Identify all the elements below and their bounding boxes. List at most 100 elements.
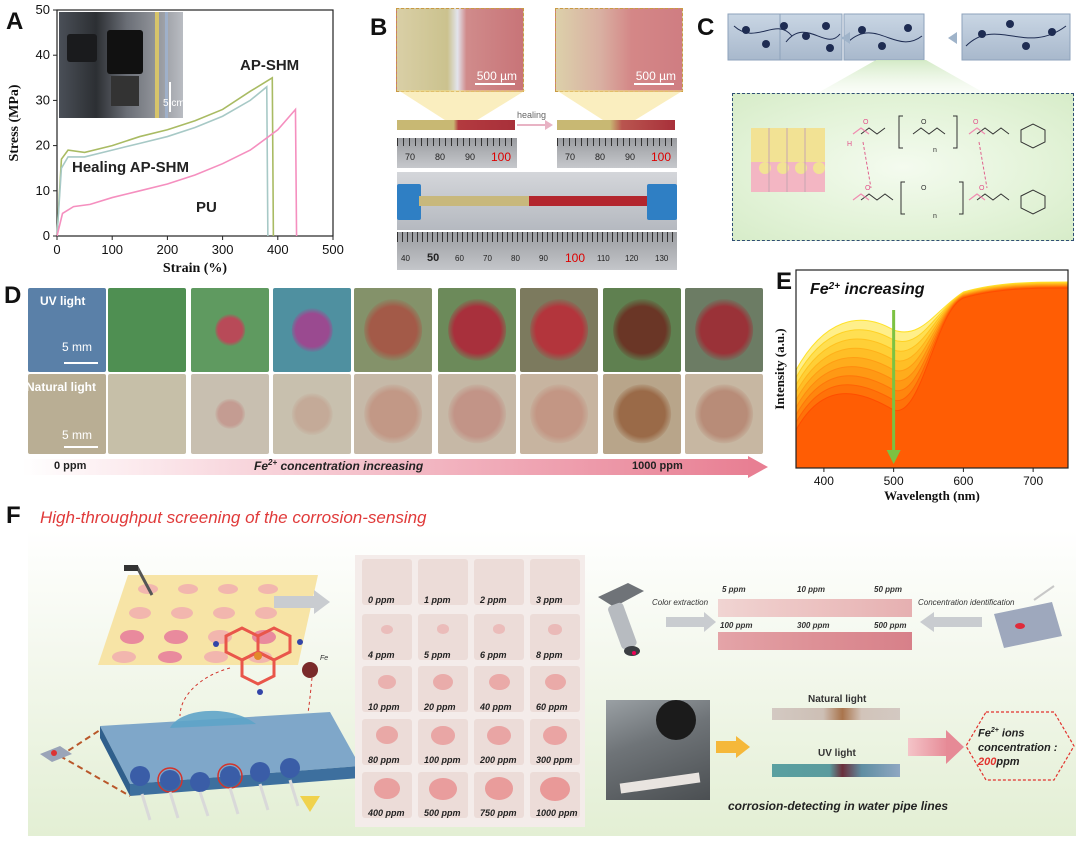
result-value: 200: [978, 755, 997, 768]
pipette-icon: [124, 565, 154, 596]
ruler-tick-label: 70: [483, 254, 492, 263]
screening-well: [474, 614, 524, 660]
inset-scale-label: 5 cm: [163, 98, 185, 109]
corrosion-stain: [364, 384, 422, 444]
well-label: 6 ppm: [480, 650, 507, 660]
uv-light-strip: [772, 764, 900, 777]
ruler-tick-label: 90: [539, 254, 548, 263]
result-ions: ions: [998, 727, 1025, 740]
result-line-2: concentration :: [978, 741, 1058, 754]
uv-sample-tile: [354, 288, 432, 372]
screening-well: [474, 559, 524, 605]
concentration-arrow: 0 ppm Fe2+ concentration increasing 1000…: [22, 456, 768, 478]
x-tick-label: 0: [53, 242, 60, 257]
well-label: 750 ppm: [480, 808, 517, 818]
probe-molecule: [213, 626, 303, 695]
svg-text:O: O: [863, 119, 869, 126]
natural-sample-tile: [28, 374, 106, 454]
result-text: Fe2+ ions concentration : 200ppm: [978, 724, 1070, 769]
scale-label-after: 500 µm: [635, 69, 676, 83]
uv-sample-tile: [108, 288, 186, 372]
zoom-cones: [398, 90, 684, 122]
screening-well: [418, 772, 468, 818]
corrosion-stain: [448, 298, 506, 362]
ruler-tick-label: 110: [597, 254, 610, 263]
ruler-tick-label: 90: [465, 152, 476, 162]
panel-label-b: B: [370, 14, 388, 41]
well-stain: [374, 778, 400, 799]
corrosion-stain: [364, 298, 422, 362]
spectrum-series-9: [795, 287, 1069, 469]
color-strip-bottom: [718, 632, 912, 650]
ruler-tick-label: 50: [427, 252, 440, 264]
corrosion-stain: [215, 314, 245, 346]
ruler-tick-label: 70: [565, 152, 576, 162]
screening-well: [418, 719, 468, 765]
well-label: 1 ppm: [424, 595, 451, 605]
well-stain: [487, 725, 511, 745]
well-stain: [548, 624, 562, 635]
svg-text:n: n: [933, 147, 937, 154]
well-stain: [375, 726, 399, 745]
axis-start-label: 0 ppm: [54, 460, 87, 472]
ruler-tick-label: 100: [491, 150, 512, 164]
ruler-bottom: 40 50 60 70 80 90 100 110 120 130: [397, 232, 677, 270]
micrograph-before: 500 µm: [396, 8, 524, 92]
well-label: 500 ppm: [424, 808, 461, 818]
x-tick-label: 500: [884, 474, 904, 488]
panel-label-f: F: [6, 502, 21, 529]
natural-sample-tile: [520, 374, 598, 454]
well-label: 5 ppm: [424, 650, 451, 660]
ruler-tick-label: 40: [401, 254, 410, 263]
well-stain: [542, 725, 568, 746]
series-line-healing-ap-shm: [56, 85, 269, 237]
screening-well: [530, 666, 580, 712]
axis-end-label: 1000 ppm: [632, 460, 683, 472]
screening-well: [530, 719, 580, 765]
micrograph-after: 500 µm: [555, 8, 683, 92]
series-line-ap-shm: [56, 76, 275, 237]
well-stain: [431, 726, 455, 745]
screening-well: [530, 614, 580, 660]
screening-well: [530, 559, 580, 605]
scale-label-uv: 5 mm: [62, 340, 92, 354]
x-tick-label: 500: [322, 242, 344, 257]
well-label: 1000 ppm: [536, 808, 578, 818]
ruler-tick-label: 60: [455, 254, 464, 263]
screening-well: [418, 559, 468, 605]
result-unit: ppm: [996, 755, 1020, 768]
row-label-natural: Natural light: [26, 380, 97, 394]
corrosion-stain: [448, 384, 506, 444]
natural-sample-tile: [108, 374, 186, 454]
screening-well: [474, 719, 524, 765]
well-stain: [544, 673, 566, 691]
y-tick-label: 40: [36, 47, 50, 62]
strip-bottom-label-2: 300 ppm: [797, 621, 830, 630]
screening-well: [474, 666, 524, 712]
panel-label-a: A: [6, 8, 24, 35]
uv-sample-tile: [273, 288, 351, 372]
well-label: 4 ppm: [368, 650, 395, 660]
corrosion-stain: [613, 298, 671, 362]
pipe-caption: corrosion-detecting in water pipe lines: [728, 799, 949, 813]
y-tick-label: 20: [36, 138, 50, 153]
natural-light-strip: [772, 708, 900, 720]
ruler-tick-label: 70: [405, 152, 416, 162]
result-fe: Fe: [978, 727, 991, 740]
axis-middle-prefix: Fe: [254, 459, 269, 473]
ruler-tick-label: 120: [625, 254, 639, 263]
svg-text:O: O: [979, 185, 985, 192]
scale-bar-after: [634, 83, 674, 85]
screening-well: [362, 559, 412, 605]
row-label-uv: UV light: [40, 294, 86, 308]
plot-frame: [795, 269, 1069, 469]
fe-tag: Fe: [320, 655, 328, 662]
uv-sample-tile: [191, 288, 269, 372]
well-label: 100 ppm: [424, 755, 461, 765]
y-axis-label: Stress (MPa): [7, 84, 22, 161]
plot-frame: [56, 9, 334, 237]
well-label: 300 ppm: [536, 755, 573, 765]
corrosion-stain: [215, 398, 245, 430]
